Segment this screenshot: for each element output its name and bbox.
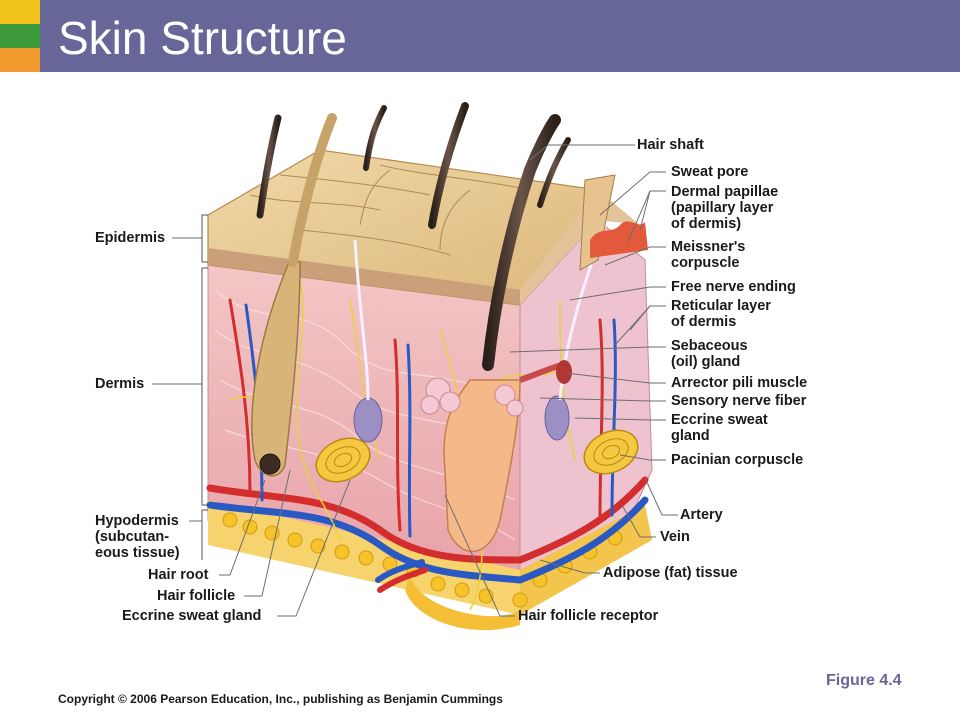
label-sebaceous-gland: Sebaceous (oil) gland (671, 338, 748, 370)
epidermis-cut-side (520, 190, 640, 305)
label-sensory-nerve-fiber: Sensory nerve fiber (671, 393, 807, 409)
sweat-pore-flap (579, 174, 616, 271)
label-dermis: Dermis (95, 376, 145, 392)
label-adipose-tissue: Adipose (fat) tissue (603, 565, 738, 581)
hair-follicle-left (251, 259, 301, 477)
fat-bulge (405, 575, 520, 631)
sweat-duct (353, 239, 370, 401)
label-free-nerve-ending: Free nerve ending (671, 279, 796, 295)
vein-path (206, 496, 649, 584)
label-dermal-papillae: Dermal papillae (papillary layer of derm… (671, 184, 779, 232)
title-bar (0, 0, 960, 72)
label-eccrine-sweat-gland-left: Eccrine sweat gland (122, 608, 262, 624)
figure-number: Figure 4.4 (826, 672, 902, 689)
blood-vessels (206, 298, 649, 593)
pacinian-corpuscle-left (315, 437, 371, 483)
hair-bulb-left (259, 453, 281, 475)
label-pacinian-corpuscle: Pacinian corpuscle (671, 452, 804, 468)
epidermis-cut-front (208, 248, 520, 305)
label-artery: Artery (680, 507, 723, 523)
sweat-gland-right (544, 395, 570, 441)
accent-orange (0, 48, 40, 72)
slide-title: Skin Structure (58, 12, 347, 64)
label-hypodermis: Hypodermis (subcutan- eous tissue) (95, 513, 180, 561)
hair-shafts (256, 102, 571, 371)
label-hair-root: Hair root (148, 567, 209, 583)
label-hair-follicle: Hair follicle (157, 588, 236, 604)
layer-brackets (201, 214, 208, 560)
label-sweat-pore: Sweat pore (671, 164, 749, 180)
label-arrector-pili: Arrector pili muscle (671, 375, 808, 391)
copyright-notice: Copyright © 2006 Pearson Education, Inc.… (58, 692, 503, 706)
label-hair-shaft: Hair shaft (637, 137, 704, 153)
dermal-papillae (590, 221, 648, 258)
label-hair-follicle-receptor: Hair follicle receptor (518, 608, 659, 624)
arrector-muscle-body (556, 360, 572, 384)
sweat-gland-left (353, 397, 383, 443)
accent-yellow (0, 0, 40, 24)
label-epidermis: Epidermis (95, 230, 166, 246)
sebaceous-gland (420, 377, 524, 417)
label-eccrine-sweat-gland-right: Eccrine sweat gland (671, 412, 768, 444)
leader-lines (152, 144, 678, 617)
label-vein: Vein (660, 529, 690, 545)
accent-green (0, 24, 40, 48)
label-meissners-corpuscle: Meissner's corpuscle (671, 239, 746, 271)
pacinian-corpuscle-right (583, 429, 639, 475)
artery-path (206, 476, 649, 564)
label-reticular-layer: Reticular layer of dermis (671, 298, 771, 330)
